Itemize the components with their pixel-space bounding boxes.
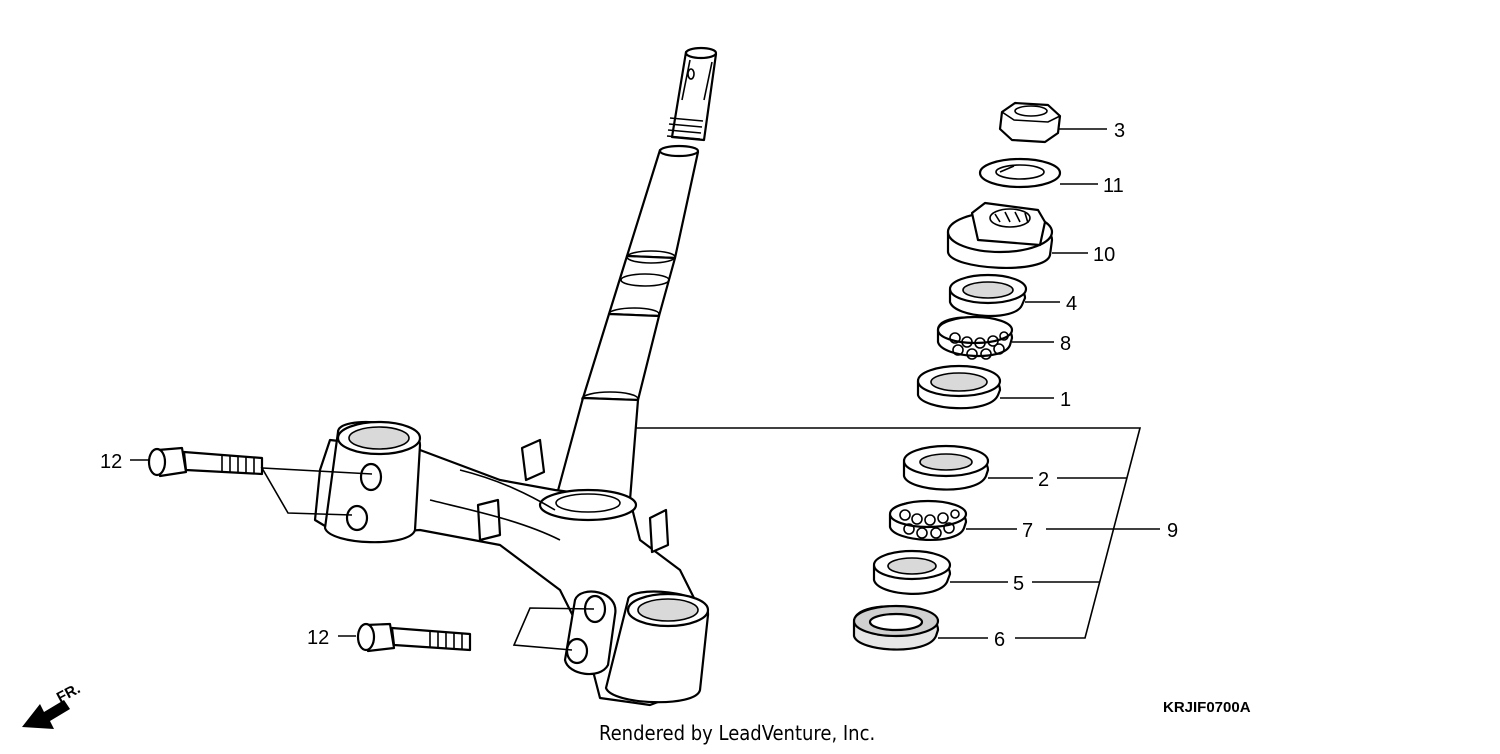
dust-seal <box>852 604 940 651</box>
diagram-code: KRJIF0700A <box>1163 699 1251 716</box>
lower-triple-clamp <box>313 420 710 707</box>
callout-6: 6 <box>994 629 1005 651</box>
steering-adjust-nut <box>946 201 1054 269</box>
front-direction-arrow: FR. <box>22 680 83 729</box>
callout-9: 9 <box>1167 520 1178 542</box>
bottom-cone-race <box>872 549 952 595</box>
top-cone-race <box>948 273 1028 317</box>
callout-12-upper: 12 <box>100 451 122 473</box>
lock-nut <box>998 101 1062 144</box>
callout-2: 2 <box>1038 469 1049 491</box>
flange-bolt-upper <box>147 446 264 478</box>
leader-lines <box>130 128 1160 651</box>
flange-bolt-lower <box>356 622 472 653</box>
callout-11: 11 <box>1103 175 1124 197</box>
top-ball-bearing <box>936 315 1014 360</box>
callout-12-lower: 12 <box>307 627 329 649</box>
callout-4: 4 <box>1066 293 1077 315</box>
callout-5: 5 <box>1013 573 1024 595</box>
lock-washer <box>978 157 1062 189</box>
callout-3: 3 <box>1114 120 1125 142</box>
steering-stem <box>554 46 718 502</box>
callout-10: 10 <box>1093 244 1115 266</box>
bottom-ball-bearing <box>888 499 968 541</box>
arrow-icon <box>22 700 70 729</box>
bottom-ball-race <box>902 444 990 491</box>
callout-8: 8 <box>1060 333 1071 355</box>
render-credit: Rendered by LeadVenture, Inc. <box>599 721 875 745</box>
front-direction-label: FR. <box>54 680 83 706</box>
callout-1: 1 <box>1060 389 1071 411</box>
callout-7: 7 <box>1022 520 1033 542</box>
top-ball-race <box>916 364 1002 410</box>
